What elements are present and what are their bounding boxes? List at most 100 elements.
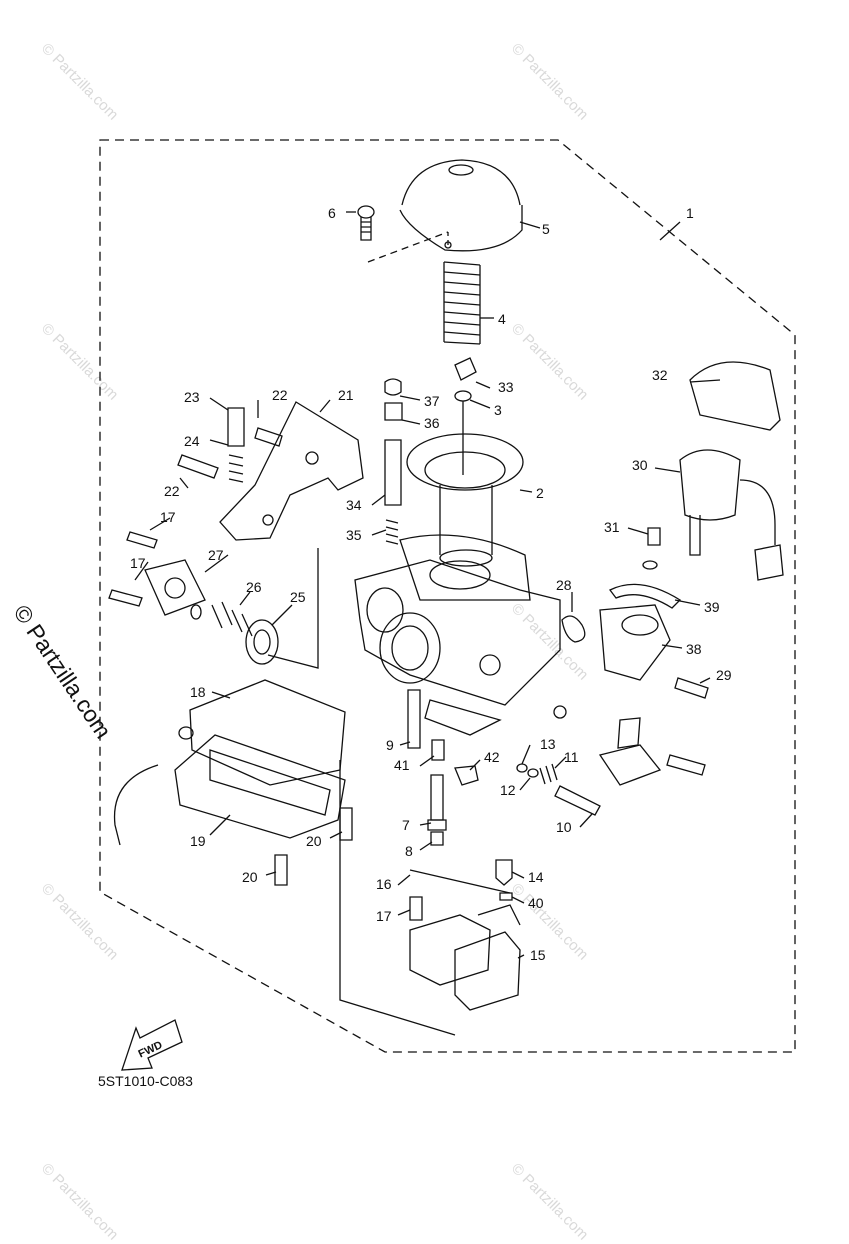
leader-line	[699, 677, 711, 684]
callout-label: 17	[160, 509, 176, 525]
leader-line	[521, 744, 531, 765]
needle-part	[454, 390, 472, 402]
screw-part	[227, 407, 245, 447]
pin-part	[409, 869, 511, 894]
spring-part	[443, 261, 481, 345]
flange-part	[144, 559, 206, 616]
leader-line	[371, 529, 387, 536]
callout-label: 29	[716, 667, 732, 683]
o-ring-part	[516, 763, 528, 773]
leader-line	[554, 756, 567, 769]
jet-part	[430, 774, 444, 821]
parts-diagram: © Partzilla.com © Partzilla.com © Partzi…	[8, 40, 796, 1243]
leader-line	[134, 561, 149, 581]
spring-part	[228, 454, 244, 483]
callout-label: 30	[632, 457, 648, 473]
leader-line	[654, 467, 681, 473]
callout-label: 7	[402, 817, 410, 833]
callout-label: 38	[686, 641, 702, 657]
leader-line	[179, 477, 189, 489]
callout-label: 26	[246, 579, 262, 595]
callout-group: 1 2 3 4 5 6 7 8 9 10 11 12 13 14 15 16 1…	[130, 205, 732, 963]
callout-label: 9	[386, 737, 394, 753]
leader-line	[149, 517, 171, 531]
callout-label: 20	[306, 833, 322, 849]
sensor-part	[598, 717, 706, 786]
leader-line	[661, 644, 683, 649]
assembly-boundary	[99, 139, 796, 1053]
leader-line	[419, 841, 433, 851]
float-part	[409, 904, 521, 1011]
screw-part	[108, 589, 143, 607]
callout-label: 41	[394, 757, 410, 773]
screw-part	[126, 531, 158, 549]
gasket-part	[189, 679, 346, 786]
callout-label: 1	[686, 205, 694, 221]
leader-line	[209, 814, 231, 836]
callout-label: 18	[190, 684, 206, 700]
leader-line	[397, 909, 411, 916]
callout-label: 11	[564, 749, 579, 765]
callout-label: 28	[556, 577, 572, 593]
leader-line	[519, 777, 531, 791]
leader-line	[511, 871, 525, 879]
seal-part	[245, 619, 279, 665]
callout-label: 22	[272, 387, 288, 403]
callout-label: 17	[376, 908, 392, 924]
washer-part	[527, 768, 539, 778]
callout-label: 22	[164, 483, 180, 499]
leader-line	[371, 494, 386, 506]
jet-part	[427, 819, 447, 831]
auto-choke-part	[679, 449, 784, 581]
callout-label: 40	[528, 895, 544, 911]
diagram-drawing: FWD 1 2 3 4 5 6 7 8 9 10 11 12 13 14 15 …	[99, 139, 796, 1071]
screw-part	[647, 527, 661, 546]
diagram-code: 5ST1010-C083	[98, 1073, 193, 1089]
leader-line	[329, 831, 343, 839]
screw-part	[409, 896, 423, 921]
callout-label: 3	[494, 402, 502, 418]
actuator-housing	[599, 604, 671, 681]
cap-small-part	[384, 378, 402, 396]
leader-line	[419, 755, 435, 767]
callout-label: 12	[500, 782, 516, 798]
leader-line	[519, 489, 533, 493]
callout-label: 5	[542, 221, 550, 237]
callout-label: 8	[405, 843, 413, 859]
screw-part	[177, 454, 219, 479]
jet-part	[407, 689, 421, 749]
leader-line	[271, 604, 293, 626]
jet-part	[430, 831, 444, 846]
nut-part	[384, 402, 403, 421]
o-ring-part	[553, 705, 567, 719]
leader-line	[399, 741, 411, 746]
callout-label: 25	[290, 589, 306, 605]
clip-part	[499, 892, 513, 901]
spring-part	[211, 601, 253, 637]
callout-label: 20	[242, 869, 258, 885]
screw-part	[254, 427, 283, 447]
callout-label: 24	[184, 433, 200, 449]
group-bracket	[267, 548, 319, 669]
leader-line	[517, 954, 525, 959]
callout-label: 33	[498, 379, 514, 395]
leader-line	[204, 554, 229, 573]
spring-small-part	[385, 519, 399, 545]
callout-label: 37	[424, 393, 440, 409]
leader-line	[627, 527, 649, 535]
callout-label: 21	[338, 387, 354, 403]
callout-label: 39	[704, 599, 720, 615]
bolt-part	[674, 677, 709, 699]
callout-label: 4	[498, 311, 506, 327]
bracket-part	[219, 401, 364, 541]
plug-part	[454, 765, 479, 786]
screw-part	[274, 854, 288, 886]
leader-line	[469, 759, 481, 771]
leader-line	[397, 874, 411, 886]
fwd-arrow-icon	[121, 1019, 183, 1071]
spring-part	[539, 763, 558, 785]
callout-label: 34	[346, 497, 362, 513]
leader-line	[469, 399, 491, 409]
callout-label: 42	[484, 749, 500, 765]
callout-label: 36	[424, 415, 440, 431]
